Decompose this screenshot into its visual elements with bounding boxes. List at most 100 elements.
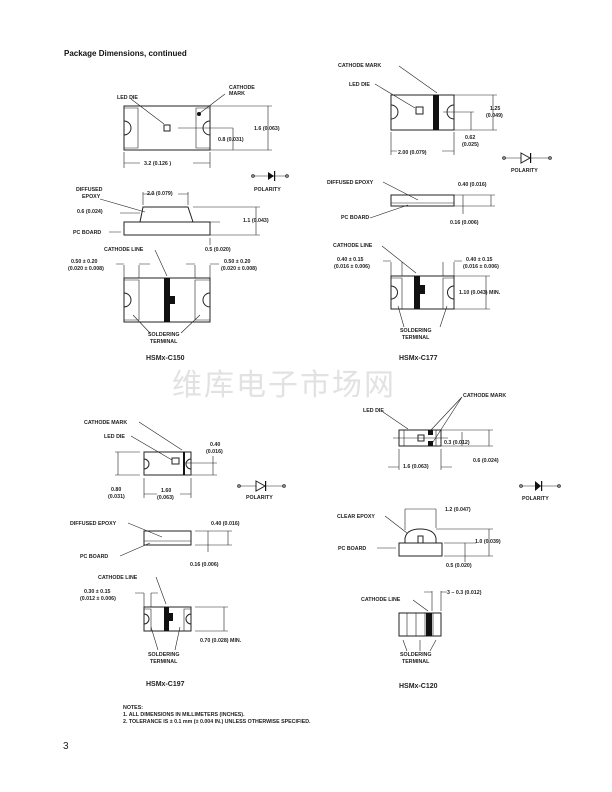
c150-dim-total-height: 1.1 (0.043) [243,218,269,224]
c197-dim-min: 0.70 (0.028) MIN. [200,638,242,644]
page-title: Package Dimensions, continued [64,49,187,58]
polarity-diode-icon [519,481,561,491]
c120-dim-length: 1.6 (0.063) [403,464,429,470]
c177-polarity-label: POLARITY [511,168,538,174]
c197-part-name: HSMx-C197 [146,681,185,688]
c177-side-view [369,181,495,219]
c120-dim-epoxy: 1.2 (0.047) [445,507,471,513]
c150-cathode-mark-label-2: MARK [229,91,245,97]
c197-dim-total-height: 0.40 (0.016) [211,521,240,527]
notes-heading: NOTES: [123,705,143,711]
c177-cathode-line-label: CATHODE LINE [333,243,373,249]
c197-top-view [115,421,217,498]
c177-led-die-label: LED DIE [349,82,370,88]
c120-bottom-view [398,591,447,652]
c150-dim-epoxy: 2.0 (0.079) [147,191,173,197]
c197-cathode-mark-label: CATHODE MARK [84,420,127,426]
c177-part-name: HSMx-C177 [399,355,438,362]
c120-soldering-terminal-label-2: TERMINAL [402,659,430,665]
c197-term-left: 0.30 ± 0.15 [84,589,111,595]
polarity-diode-icon [237,480,286,492]
c177-drawing: CATHODE MARK LED DIE 1.25 (0.049) 0.62 (… [327,63,552,362]
polarity-diode-icon [502,152,552,164]
c120-cathode-mark-label: CATHODE MARK [463,393,506,399]
c197-dim-board-height: 0.16 (0.006) [190,562,219,568]
c120-drawing: LED DIE CATHODE MARK 0.3 (0.012) 0.6 (0.… [337,393,561,690]
c197-drawing: CATHODE MARK LED DIE 0.40 (0.016) 0.80 (… [70,420,286,688]
c177-soldering-terminal-label: SOLDERING [400,328,432,334]
notes: NOTES: 1. ALL DIMENSIONS IN MILLIMETERS … [123,705,311,725]
c197-dim-length: 1.60 [161,488,171,494]
c120-cathode-line-label: CATHODE LINE [361,597,401,603]
c150-top-view [123,93,272,168]
c150-side-view [99,192,260,245]
c150-soldering-terminal-label-2: TERMINAL [150,339,178,345]
c150-dim-height: 1.6 (0.063) [254,126,280,132]
c120-dim-total-height: 1.0 (0.039) [475,539,501,545]
c150-dim-board-height: 0.5 (0.020) [205,247,231,253]
c197-side-view [119,522,232,557]
polarity-diode-icon [251,171,289,181]
watermark: 维库电子市场网 [172,368,396,403]
c120-dim-height: 0.6 (0.024) [473,458,499,464]
c120-dim-board-height: 0.5 (0.020) [446,563,472,569]
c197-pc-board-label: PC BOARD [80,554,108,560]
c150-dim-half: 0.8 (0.031) [218,137,244,143]
c197-bottom-view [135,576,228,651]
page-number: 3 [63,741,69,752]
c150-polarity-label: POLARITY [254,187,281,193]
c197-dim-half-2: (0.016) [206,449,223,455]
c197-soldering-terminal-label-2: TERMINAL [150,659,178,665]
c177-term-left-2: (0.016 ± 0.006) [334,264,370,270]
c177-term-right: 0.40 ± 0.15 [466,257,493,263]
c120-dim-terminal: 3 – 0.3 (0.012) [447,590,482,596]
c177-diffused-epoxy-label: DIFFUSED EPOXY [327,180,374,186]
c197-cathode-line-label: CATHODE LINE [98,575,138,581]
c150-pc-board-label: PC BOARD [73,230,101,236]
note-item: 2. TOLERANCE IS ± 0.1 mm (± 0.004 IN.) U… [123,719,311,725]
c150-term-right: 0.50 ± 0.20 [224,259,251,265]
c150-cathode-line-label: CATHODE LINE [104,247,144,253]
c197-polarity-label: POLARITY [246,495,273,501]
c197-diffused-epoxy-label: DIFFUSED EPOXY [70,521,117,527]
c197-led-die-label: LED DIE [104,434,125,440]
c150-soldering-terminal-label: SOLDERING [148,332,180,338]
c120-clear-epoxy-label: CLEAR EPOXY [337,514,375,520]
c150-term-right-2: (0.020 ± 0.008) [221,266,257,272]
c177-soldering-terminal-label-2: TERMINAL [402,335,430,341]
c150-cathode-mark-label: CATHODE [229,85,255,91]
c197-dim-length-2: (0.063) [157,495,174,501]
c177-dim-height-2: (0.049) [486,113,503,119]
c120-pc-board-label: PC BOARD [338,546,366,552]
c197-soldering-terminal-label: SOLDERING [148,652,180,658]
c177-dim-board-height: 0.16 (0.006) [450,220,479,226]
c177-cathode-mark-label: CATHODE MARK [338,63,381,69]
c150-diffused-epoxy-label-2: EPOXY [82,194,101,200]
c120-led-die-label: LED DIE [363,408,384,414]
c197-term-left-2: (0.012 ± 0.006) [80,596,116,602]
c150-part-name: HSMx-C150 [146,355,185,362]
c177-dim-half-2: (0.025) [462,142,479,148]
c120-soldering-terminal-label: SOLDERING [400,652,432,658]
c150-dim-length: 3.2 (0.126 ) [144,161,171,167]
c177-term-left: 0.40 ± 0.15 [337,257,364,263]
c177-bottom-view [381,245,490,328]
c197-dim-height: 0.80 [111,487,121,493]
c197-dim-half: 0.40 [210,442,220,448]
c177-pc-board-label: PC BOARD [341,215,369,221]
c120-part-name: HSMx-C120 [399,683,438,690]
c150-diffused-epoxy-label: DIFFUSED [76,187,103,193]
c177-top-view [374,65,497,155]
c150-bottom-view [116,249,219,334]
c150-led-die-label: LED DIE [117,95,138,101]
c177-term-right-2: (0.016 ± 0.006) [463,264,499,270]
c197-dim-height-2: (0.031) [108,494,125,500]
c120-top-view [382,396,493,470]
c150-drawing: LED DIE CATHODE MARK 1.6 (0.063) 0.8 (0.… [68,85,289,362]
c177-dim-height: 1.25 [490,106,500,112]
c150-dim-offset: 0.6 (0.024) [77,209,103,215]
c177-dim-total-height: 0.40 (0.016) [458,182,487,188]
c120-side-view [377,508,493,562]
c150-term-left: 0.50 ± 0.20 [71,259,98,265]
